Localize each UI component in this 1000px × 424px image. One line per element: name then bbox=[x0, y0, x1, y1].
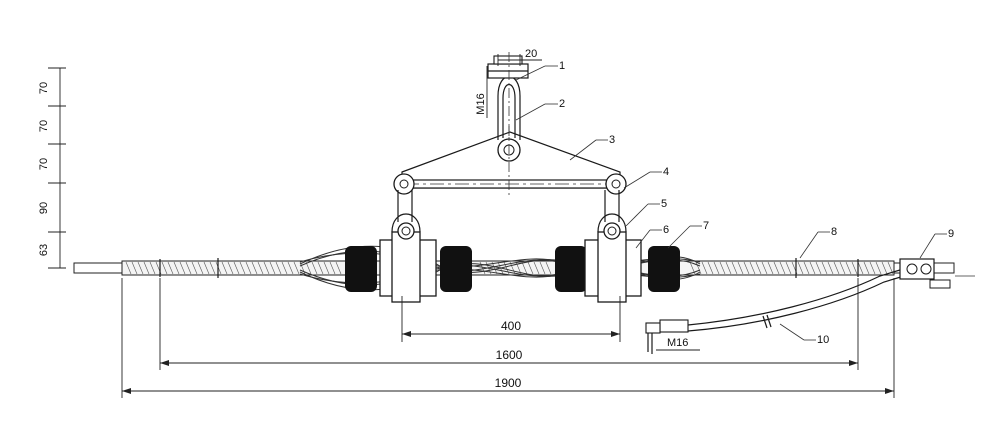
overall-dim: 1900 bbox=[495, 376, 522, 390]
part-label: 4 bbox=[663, 166, 669, 178]
horizontal-dims: 400 1600 1900 M16 bbox=[121, 278, 895, 398]
armor-hatch bbox=[125, 261, 894, 275]
ground-lead bbox=[645, 258, 975, 354]
spacing-label: 70 bbox=[38, 158, 50, 170]
part-label: 6 bbox=[663, 224, 669, 236]
center-dim: 400 bbox=[501, 319, 521, 333]
part-label: 8 bbox=[831, 226, 837, 238]
spacing-label: 70 bbox=[38, 120, 50, 132]
part-label: 5 bbox=[661, 198, 667, 210]
part-label: 1 bbox=[559, 60, 565, 72]
clamp-right bbox=[584, 213, 642, 303]
inner-dim: 1600 bbox=[496, 348, 523, 362]
top-width-dim: 20 bbox=[525, 48, 537, 60]
top-clevis: 20 M16 bbox=[475, 48, 542, 140]
spacing-label: 90 bbox=[38, 202, 50, 214]
top-bolt-dim: M16 bbox=[475, 93, 487, 114]
part-label: 3 bbox=[609, 134, 615, 146]
part-label: 10 bbox=[817, 334, 829, 346]
rubber-inserts bbox=[345, 246, 680, 292]
part-callouts: 1 2 3 4 5 6 7 8 9 10 bbox=[515, 60, 954, 346]
ground-bolt-dim: M16 bbox=[667, 337, 688, 349]
part-label: 9 bbox=[948, 228, 954, 240]
yoke-plate bbox=[393, 126, 627, 222]
part-label: 7 bbox=[703, 220, 709, 232]
spacing-label: 63 bbox=[38, 244, 50, 256]
part-label: 2 bbox=[559, 98, 565, 110]
spacing-scale: 70 70 70 90 63 bbox=[38, 67, 66, 269]
clamp-left bbox=[379, 213, 437, 303]
spacing-label: 70 bbox=[38, 82, 50, 94]
